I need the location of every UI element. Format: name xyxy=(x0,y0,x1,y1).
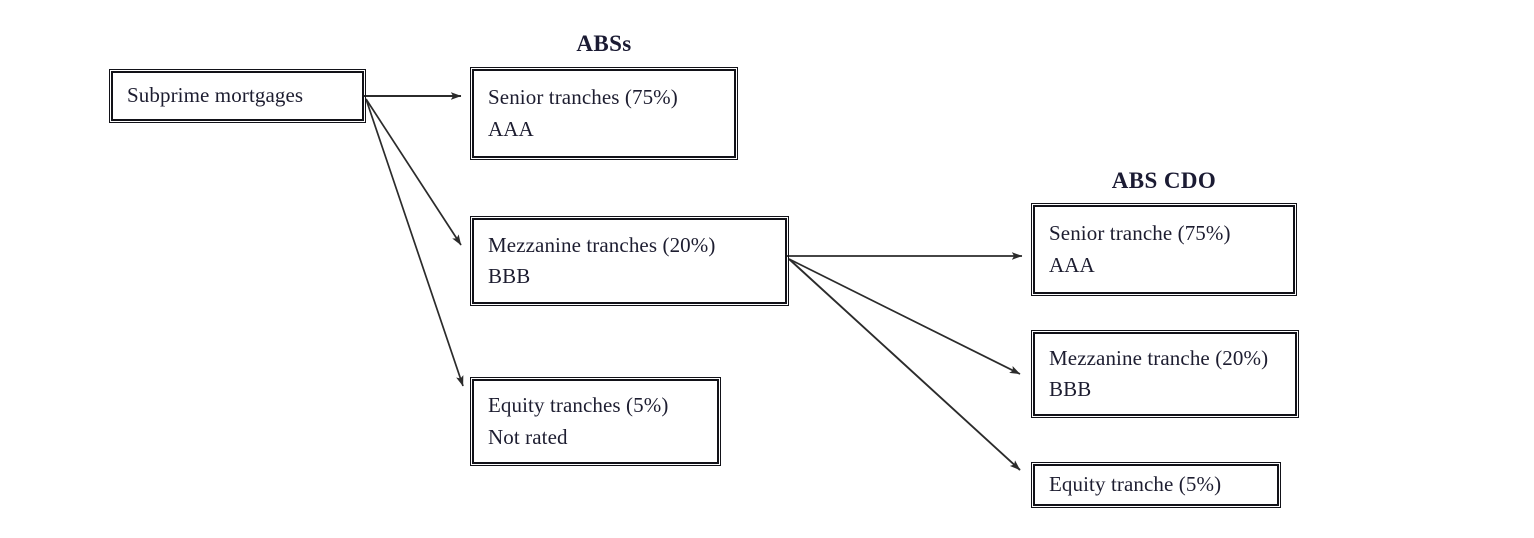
node-line: BBB xyxy=(1049,377,1092,401)
node-line: BBB xyxy=(488,264,531,288)
node-line: Equity tranche (5%) xyxy=(1049,472,1222,497)
node-line: Equity tranches (5%) xyxy=(488,393,669,418)
node-abs-equity-tranches[interactable]: Equity tranches (5%) Not rated xyxy=(470,377,721,466)
group-title-abs-cdo: ABS CDO xyxy=(1111,168,1217,193)
node-line: Mezzanine tranche (20%) xyxy=(1049,345,1269,370)
node-line: AAA xyxy=(1049,252,1095,277)
node-line: Subprime mortgages xyxy=(127,83,304,108)
node-cdo-senior-tranche[interactable]: Senior tranche (75%) AAA xyxy=(1031,203,1297,296)
node-abs-senior-tranches[interactable]: Senior tranches (75%) AAA xyxy=(470,67,738,160)
node-line: Senior tranche (75%) xyxy=(1049,221,1231,246)
edge-mezzanine-to-cdo-equity xyxy=(788,258,1021,471)
edge-subprime-to-abs-mezzanine xyxy=(365,98,462,246)
node-line: Not rated xyxy=(488,424,568,449)
node-cdo-mezzanine-tranche[interactable]: Mezzanine tranche (20%) BBB xyxy=(1031,330,1299,418)
node-line: Mezzanine tranches (20%) xyxy=(488,232,716,257)
node-cdo-equity-tranche[interactable]: Equity tranche (5%) xyxy=(1031,462,1281,508)
node-line: Senior tranches (75%) xyxy=(488,85,678,110)
node-line: AAA xyxy=(488,116,534,141)
edge-mezzanine-to-cdo-mezzanine xyxy=(788,258,1021,375)
group-title-abss: ABSs xyxy=(576,31,632,56)
edge-subprime-to-abs-equity xyxy=(365,98,464,387)
node-abs-mezzanine-tranches[interactable]: Mezzanine tranches (20%) BBB xyxy=(470,216,789,306)
node-subprime-mortgages[interactable]: Subprime mortgages xyxy=(109,69,366,123)
